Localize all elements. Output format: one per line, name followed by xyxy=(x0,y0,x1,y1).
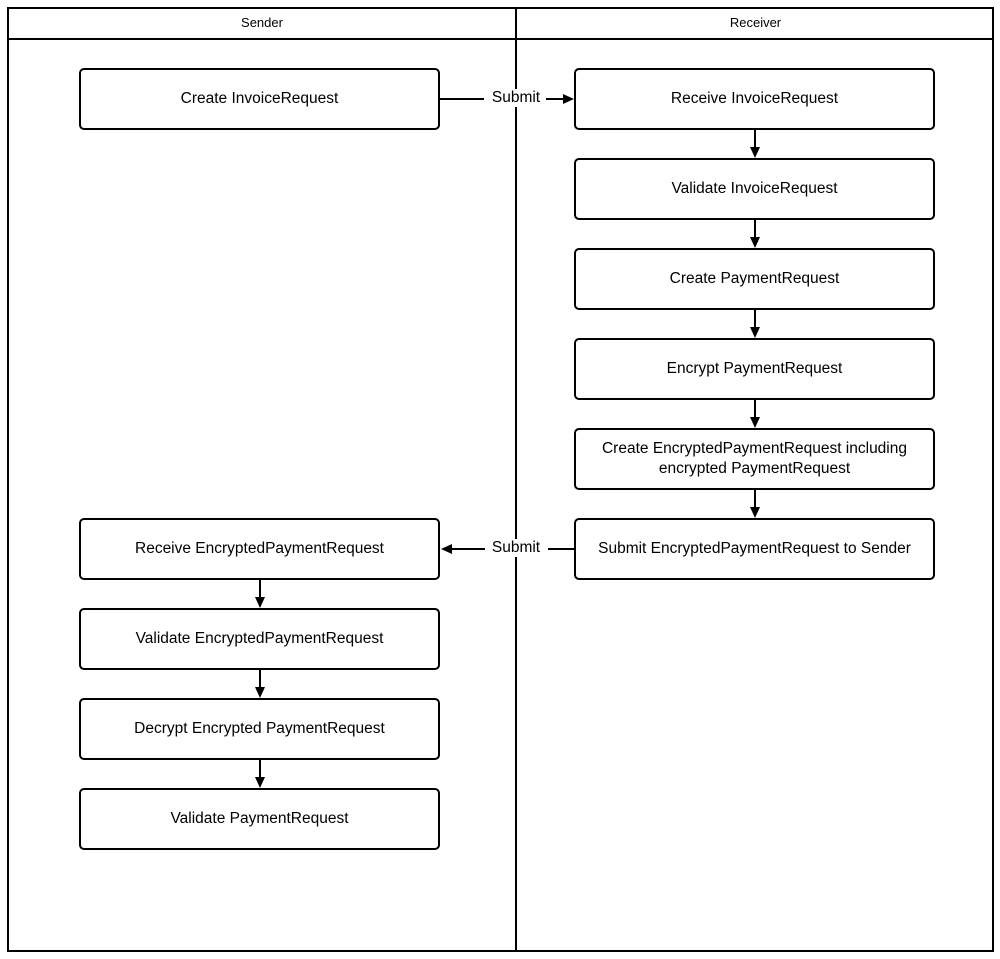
arrowhead-right-invoicerequest xyxy=(563,94,574,104)
arrowhead-down-validate-paymentrequest xyxy=(255,777,265,788)
node-label: Validate PaymentRequest xyxy=(170,810,349,827)
arrowhead-down-submit-encryptedpaymentrequest xyxy=(750,507,760,518)
arrowhead-down-encrypt-paymentrequest xyxy=(750,327,760,338)
node-label: Receive EncryptedPaymentRequest xyxy=(135,540,384,557)
node-receive-encryptedpaymentrequest[interactable]: Receive EncryptedPaymentRequest xyxy=(79,518,440,580)
node-submit-encryptedpaymentrequest-to-sender[interactable]: Submit EncryptedPaymentRequest to Sender xyxy=(574,518,935,580)
lane-header-receiver: Receiver xyxy=(729,15,782,30)
node-label: Submit EncryptedPaymentRequest to Sender xyxy=(598,540,911,557)
node-label: Encrypt PaymentRequest xyxy=(666,360,843,377)
edge-validate-invoicerequest-to-create-paymentrequest xyxy=(754,220,756,237)
node-validate-encryptedpaymentrequest[interactable]: Validate EncryptedPaymentRequest xyxy=(79,608,440,670)
node-validate-paymentrequest[interactable]: Validate PaymentRequest xyxy=(79,788,440,850)
node-label: Create EncryptedPaymentRequest including… xyxy=(601,440,907,477)
arrowhead-down-validate-encryptedpaymentrequest xyxy=(255,597,265,608)
edge-validate-to-decrypt-paymentrequest xyxy=(259,670,261,687)
node-receive-invoicerequest[interactable]: Receive InvoiceRequest xyxy=(574,68,935,130)
edge-receive-to-validate-encryptedpaymentrequest xyxy=(259,580,261,597)
node-create-encryptedpaymentrequest[interactable]: Create EncryptedPaymentRequest including… xyxy=(574,428,935,490)
edge-encrypt-to-create-encryptedpaymentrequest xyxy=(754,400,756,417)
lane-header-sender: Sender xyxy=(241,15,283,30)
edge-decrypt-to-validate-paymentrequest xyxy=(259,760,261,777)
arrowhead-down-validate-invoicerequest xyxy=(750,147,760,158)
edge-label-submit-encryptedpaymentrequest: Submit xyxy=(484,539,548,557)
edge-submit-invoicerequest-line-left xyxy=(440,98,485,100)
node-label: Validate EncryptedPaymentRequest xyxy=(135,630,384,647)
edge-create-to-encrypt-paymentrequest xyxy=(754,310,756,327)
edge-create-to-submit-encryptedpaymentrequest xyxy=(754,490,756,507)
node-label: Create PaymentRequest xyxy=(669,270,840,287)
arrowhead-down-create-paymentrequest xyxy=(750,237,760,248)
arrowhead-down-decrypt-paymentrequest xyxy=(255,687,265,698)
node-decrypt-encrypted-paymentrequest[interactable]: Decrypt Encrypted PaymentRequest xyxy=(79,698,440,760)
node-label: Receive InvoiceRequest xyxy=(670,90,839,107)
swimlane-header-rule xyxy=(7,38,994,40)
node-create-paymentrequest[interactable]: Create PaymentRequest xyxy=(574,248,935,310)
arrowhead-left-encryptedpaymentrequest xyxy=(441,544,452,554)
node-label: Create InvoiceRequest xyxy=(180,90,339,107)
edge-submit-encryptedpaymentrequest-line-right xyxy=(546,548,574,550)
edge-label-submit-invoicerequest: Submit xyxy=(484,89,548,107)
edge-submit-invoicerequest-line-right xyxy=(546,98,563,100)
node-label: Decrypt Encrypted PaymentRequest xyxy=(134,720,385,737)
node-encrypt-paymentrequest[interactable]: Encrypt PaymentRequest xyxy=(574,338,935,400)
edge-submit-encryptedpaymentrequest-line-left xyxy=(452,548,485,550)
node-create-invoicerequest[interactable]: Create InvoiceRequest xyxy=(79,68,440,130)
arrowhead-down-create-encryptedpaymentrequest xyxy=(750,417,760,428)
edge-receive-to-validate-invoicerequest xyxy=(754,130,756,147)
node-label: Validate InvoiceRequest xyxy=(671,180,838,197)
node-validate-invoicerequest[interactable]: Validate InvoiceRequest xyxy=(574,158,935,220)
swimlane-divider xyxy=(515,7,517,952)
